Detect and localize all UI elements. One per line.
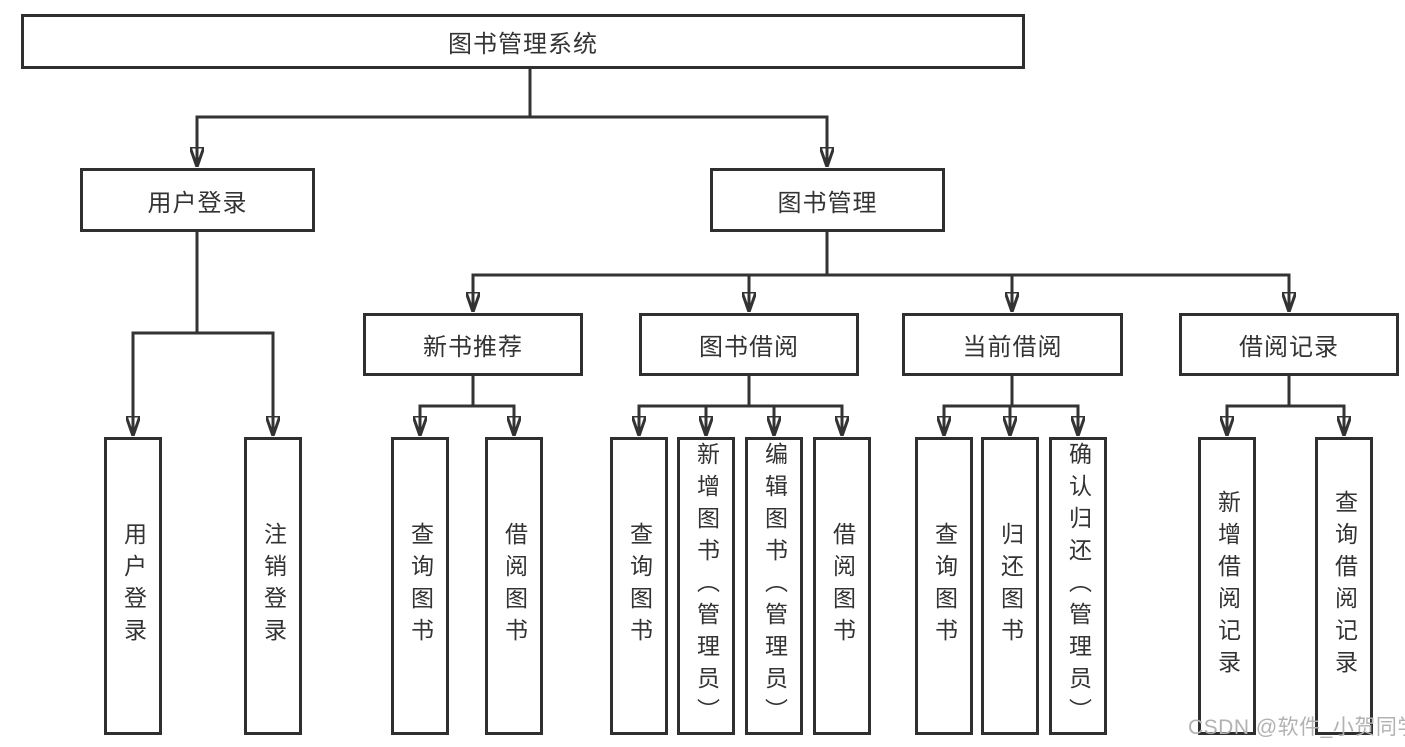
leaf-user-login: 用户登录 — [104, 437, 162, 735]
leaf-borrow-books-under-borrow: 借阅图书 — [813, 437, 871, 735]
leaf-label: 归还图书 — [997, 522, 1024, 650]
leaf-query-borrow-record: 查询借阅记录 — [1315, 437, 1373, 735]
connector-root — [197, 69, 827, 166]
leaf-label: 新增图书（管理员） — [693, 442, 720, 730]
connector-borrow-records — [1227, 376, 1344, 435]
leaf-label: 借阅图书 — [829, 522, 856, 650]
node-new-book-recommend: 新书推荐 — [363, 313, 583, 376]
leaf-edit-book-admin: 编辑图书（管理员） — [745, 437, 803, 735]
leaf-label: 查询图书 — [931, 522, 958, 650]
connector-book-management — [473, 232, 1289, 311]
node-book-borrow: 图书借阅 — [639, 313, 859, 376]
leaf-label: 查询图书 — [407, 522, 434, 650]
leaf-label: 确认归还（管理员） — [1065, 442, 1092, 730]
node-label: 用户登录 — [147, 189, 248, 217]
leaf-return-book: 归还图书 — [981, 437, 1039, 735]
leaf-confirm-return-admin: 确认归还（管理员） — [1049, 437, 1107, 735]
node-label: 图书管理 — [777, 189, 878, 217]
node-book-management: 图书管理 — [710, 168, 945, 232]
leaf-query-books-under-borrow: 查询图书 — [610, 437, 668, 735]
leaf-label: 注销登录 — [260, 522, 287, 650]
leaf-label: 查询图书 — [626, 522, 653, 650]
leaf-query-books-under-current: 查询图书 — [915, 437, 973, 735]
connector-book-borrow — [639, 376, 842, 435]
node-library-system-root: 图书管理系统 — [21, 14, 1025, 69]
node-label: 当前借阅 — [962, 334, 1063, 361]
connector-user-login — [133, 232, 273, 435]
leaf-label: 新增借阅记录 — [1214, 490, 1241, 682]
leaf-label: 查询借阅记录 — [1331, 490, 1358, 682]
leaf-label: 用户登录 — [120, 522, 147, 650]
leaf-add-borrow-record: 新增借阅记录 — [1198, 437, 1256, 735]
node-label: 图书借阅 — [699, 334, 799, 361]
connector-new-book-recommend — [420, 376, 514, 435]
node-label: 借阅记录 — [1239, 334, 1339, 361]
leaf-query-books-under-recommend: 查询图书 — [391, 437, 449, 735]
leaf-label: 编辑图书（管理员） — [761, 442, 788, 730]
leaf-label: 借阅图书 — [501, 522, 528, 650]
node-label: 图书管理系统 — [448, 31, 598, 58]
leaf-add-book-admin: 新增图书（管理员） — [677, 437, 735, 735]
connector-current-borrow — [944, 376, 1078, 435]
node-label: 新书推荐 — [423, 334, 523, 361]
node-borrow-records: 借阅记录 — [1179, 313, 1399, 376]
node-current-borrow: 当前借阅 — [902, 313, 1123, 376]
node-user-login: 用户登录 — [80, 168, 315, 232]
leaf-borrow-books-under-recommend: 借阅图书 — [485, 437, 543, 735]
csdn-watermark: CSDN @软件_小贺同学 — [1188, 716, 1405, 739]
leaf-logout-login: 注销登录 — [244, 437, 302, 735]
